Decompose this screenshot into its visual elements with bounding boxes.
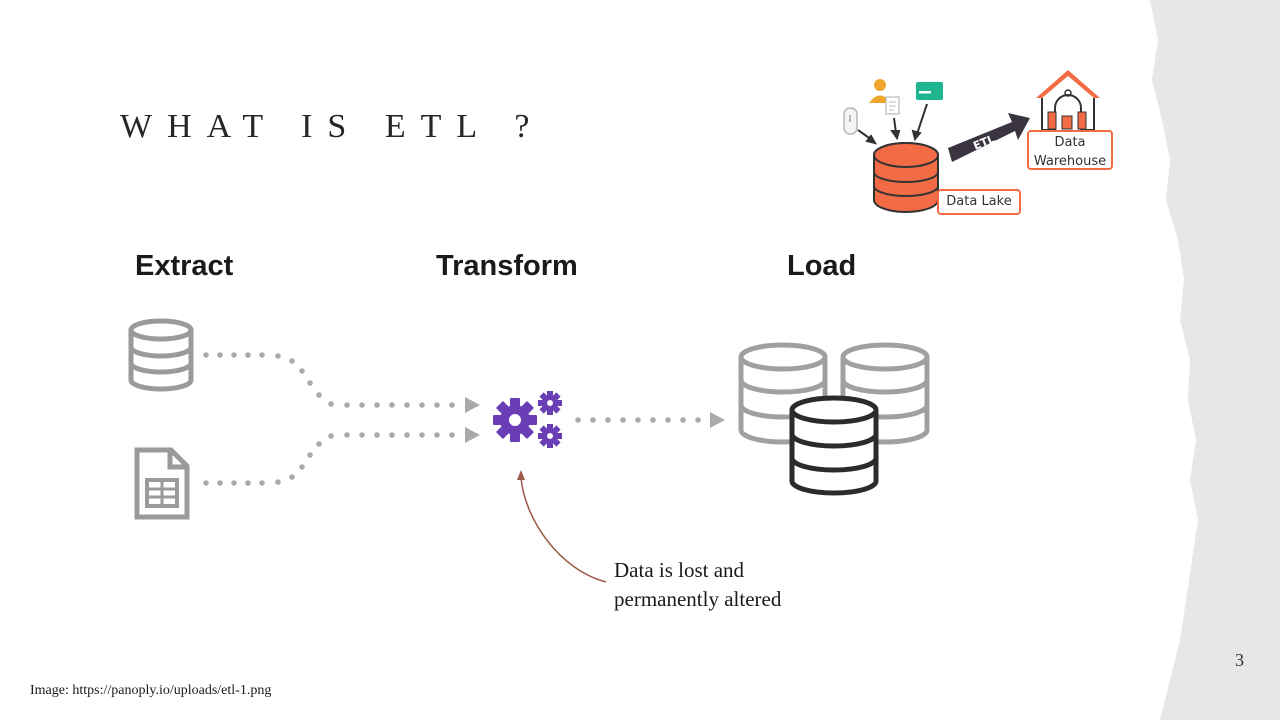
transform-gears-icon xyxy=(493,391,562,448)
source-spreadsheet-icon xyxy=(134,447,190,520)
annotation-line-2: permanently altered xyxy=(614,587,782,611)
image-source-credit: Image: https://panoply.io/uploads/etl-1.… xyxy=(30,683,272,698)
extract-dotted-paths xyxy=(203,352,701,486)
document-icon xyxy=(885,96,900,115)
source-database-icon xyxy=(128,318,194,392)
data-warehouse-label: Data Warehouse xyxy=(1027,130,1113,170)
data-lake-database-icon xyxy=(873,142,939,213)
stage-load-label: Load xyxy=(787,250,857,282)
data-warehouse-label-line2: Warehouse xyxy=(1033,154,1107,169)
annotation-arrow xyxy=(520,477,607,583)
stage-transform-label: Transform xyxy=(436,250,578,282)
credit-card-icon xyxy=(916,82,943,100)
etl-arrow xyxy=(948,113,1030,162)
warehouse-house-icon xyxy=(1036,70,1100,131)
flow-arrowheads xyxy=(465,397,725,443)
data-lake-label: Data Lake xyxy=(937,189,1021,215)
slide-title: WHAT IS ETL ? xyxy=(120,108,545,145)
stage-extract-label: Extract xyxy=(135,250,234,282)
load-database-front-icon xyxy=(789,395,879,496)
mouse-icon xyxy=(843,107,858,135)
annotation-line-1: Data is lost and xyxy=(614,558,745,582)
data-warehouse-label-line1: Data xyxy=(1054,135,1086,150)
page-number: 3 xyxy=(1235,650,1244,670)
annotation-arrowhead xyxy=(517,470,525,480)
annotation-note: Data is lost and permanently altered xyxy=(614,556,781,614)
